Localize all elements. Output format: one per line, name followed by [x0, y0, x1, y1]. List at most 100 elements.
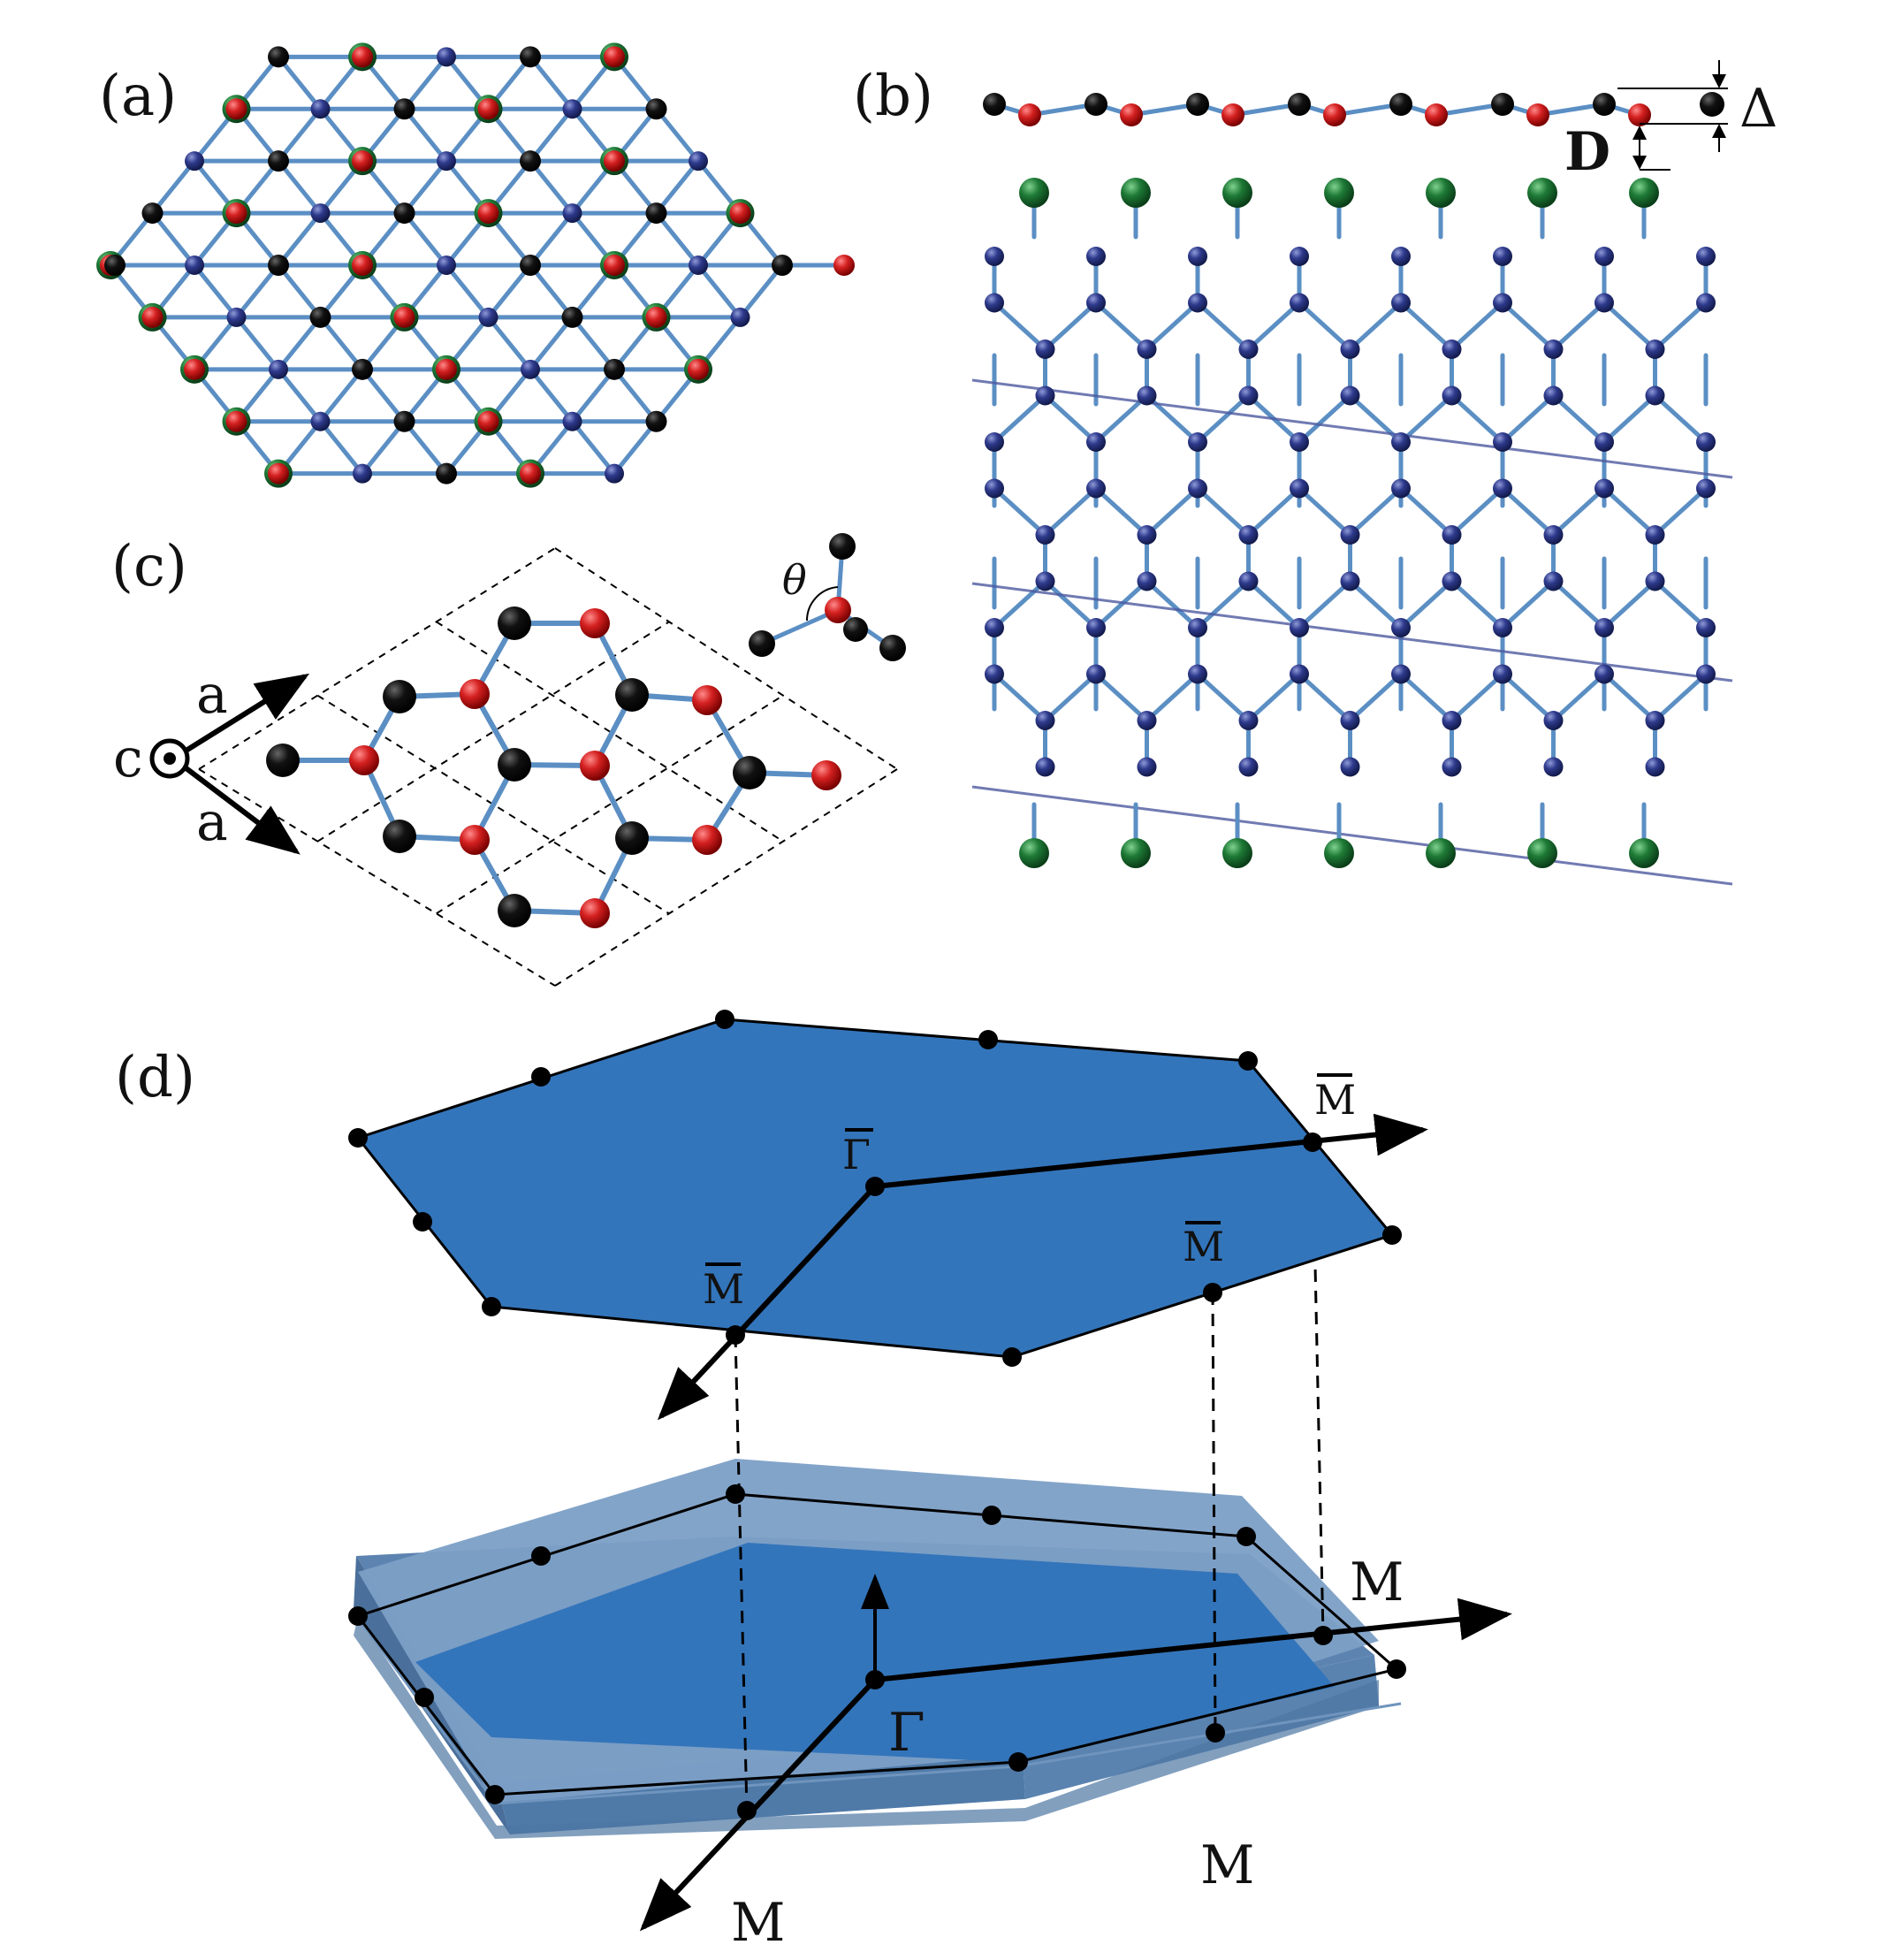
blue-atom: [1035, 525, 1055, 545]
bond: [1093, 672, 1149, 723]
high-symmetry-point: [485, 1785, 505, 1804]
blue-atom: [1442, 385, 1462, 406]
bond: [528, 263, 575, 320]
green-atom: [1019, 178, 1049, 208]
black-atom: [268, 46, 289, 68]
blue-atom: [1391, 432, 1411, 452]
bond: [1653, 672, 1709, 723]
surface-m-left-label: M: [703, 1265, 744, 1313]
bond: [654, 106, 701, 164]
surface-m-right-label: M: [1314, 1076, 1356, 1124]
blue-atom: [1696, 618, 1716, 637]
blue-atom: [730, 307, 750, 327]
bond: [1551, 301, 1607, 352]
blue-atom: [1645, 525, 1665, 545]
blue-atom: [1391, 618, 1411, 637]
bond: [444, 263, 491, 320]
red-atom: [460, 825, 490, 855]
blue-atom: [1543, 525, 1564, 545]
black-atom: [268, 150, 289, 172]
blue-atom: [1188, 664, 1207, 684]
black-atom: [772, 255, 793, 276]
high-symmetry-point: [1313, 1626, 1333, 1645]
blue-atom: [269, 359, 288, 379]
black-atom: [1700, 92, 1724, 117]
blue-atom: [1442, 711, 1462, 730]
red-atom: [184, 358, 205, 380]
bond: [1246, 672, 1302, 723]
bond: [318, 315, 365, 372]
blue-atom: [1391, 293, 1411, 313]
blue-atom: [1493, 618, 1512, 637]
blue-atom: [1238, 571, 1259, 591]
blue-atom: [1035, 571, 1055, 591]
blue-atom: [310, 203, 331, 224]
blue-atom: [1594, 478, 1614, 499]
black-atom: [498, 894, 531, 927]
bond: [1500, 393, 1556, 445]
red-atom: [833, 255, 855, 276]
blue-atom: [1442, 757, 1462, 777]
bond: [318, 419, 365, 477]
bond: [1297, 672, 1352, 723]
panel-d: (d): [115, 1010, 1512, 1954]
grid-line: [198, 547, 556, 770]
bond: [1500, 486, 1556, 538]
black-atom: [615, 678, 649, 712]
red-atom: [477, 202, 499, 225]
red-atom: [477, 98, 499, 120]
panel-c-atoms: [266, 606, 841, 928]
bond: [528, 158, 575, 216]
green-atom: [1629, 838, 1659, 868]
panel-a-label: (a): [99, 64, 177, 129]
bond: [1093, 393, 1149, 445]
bond: [1093, 301, 1149, 352]
bond: [759, 607, 841, 646]
bond: [1195, 393, 1251, 445]
surface-axis-gamma-m-right: [874, 1113, 1428, 1189]
theta-arc: [805, 586, 839, 622]
bond: [1450, 672, 1505, 723]
red-atom: [268, 462, 289, 484]
bond: [1500, 579, 1556, 630]
lattice-line: [971, 378, 1733, 479]
bond: [1145, 486, 1200, 538]
bond: [612, 367, 658, 424]
blue-atom: [689, 151, 708, 172]
bond: [1195, 672, 1251, 723]
black-atom: [1491, 93, 1514, 116]
bond: [402, 210, 449, 268]
blue-atom: [1188, 247, 1207, 266]
green-atom: [1527, 178, 1557, 208]
bond: [1246, 579, 1302, 630]
bond: [1348, 579, 1404, 630]
black-atom: [268, 255, 289, 276]
bond: [318, 367, 365, 424]
bond: [1043, 579, 1099, 630]
blue-atom: [1290, 432, 1309, 452]
bond: [1653, 579, 1709, 630]
black-atom: [1084, 93, 1107, 116]
blue-atom: [1645, 571, 1665, 591]
blue-atom: [226, 307, 247, 327]
bond: [1653, 486, 1709, 538]
black-atom: [498, 748, 531, 782]
bond: [402, 419, 449, 477]
bond: [1500, 672, 1556, 723]
panel-b-dimension-markers: [1617, 60, 1728, 171]
bond: [360, 367, 407, 424]
red-atom: [580, 608, 610, 638]
blue-atom: [437, 255, 456, 275]
bond: [654, 158, 701, 216]
blue-atom: [1594, 432, 1614, 452]
black-atom: [561, 306, 583, 328]
red-atom: [688, 358, 709, 380]
blue-atom: [1238, 525, 1259, 545]
blue-atom: [185, 151, 204, 172]
bond: [528, 210, 575, 268]
bond: [528, 106, 575, 164]
blue-atom: [1696, 664, 1716, 684]
blue-atom: [1442, 571, 1462, 591]
red-atom: [477, 410, 499, 432]
green-atom: [1426, 838, 1456, 868]
